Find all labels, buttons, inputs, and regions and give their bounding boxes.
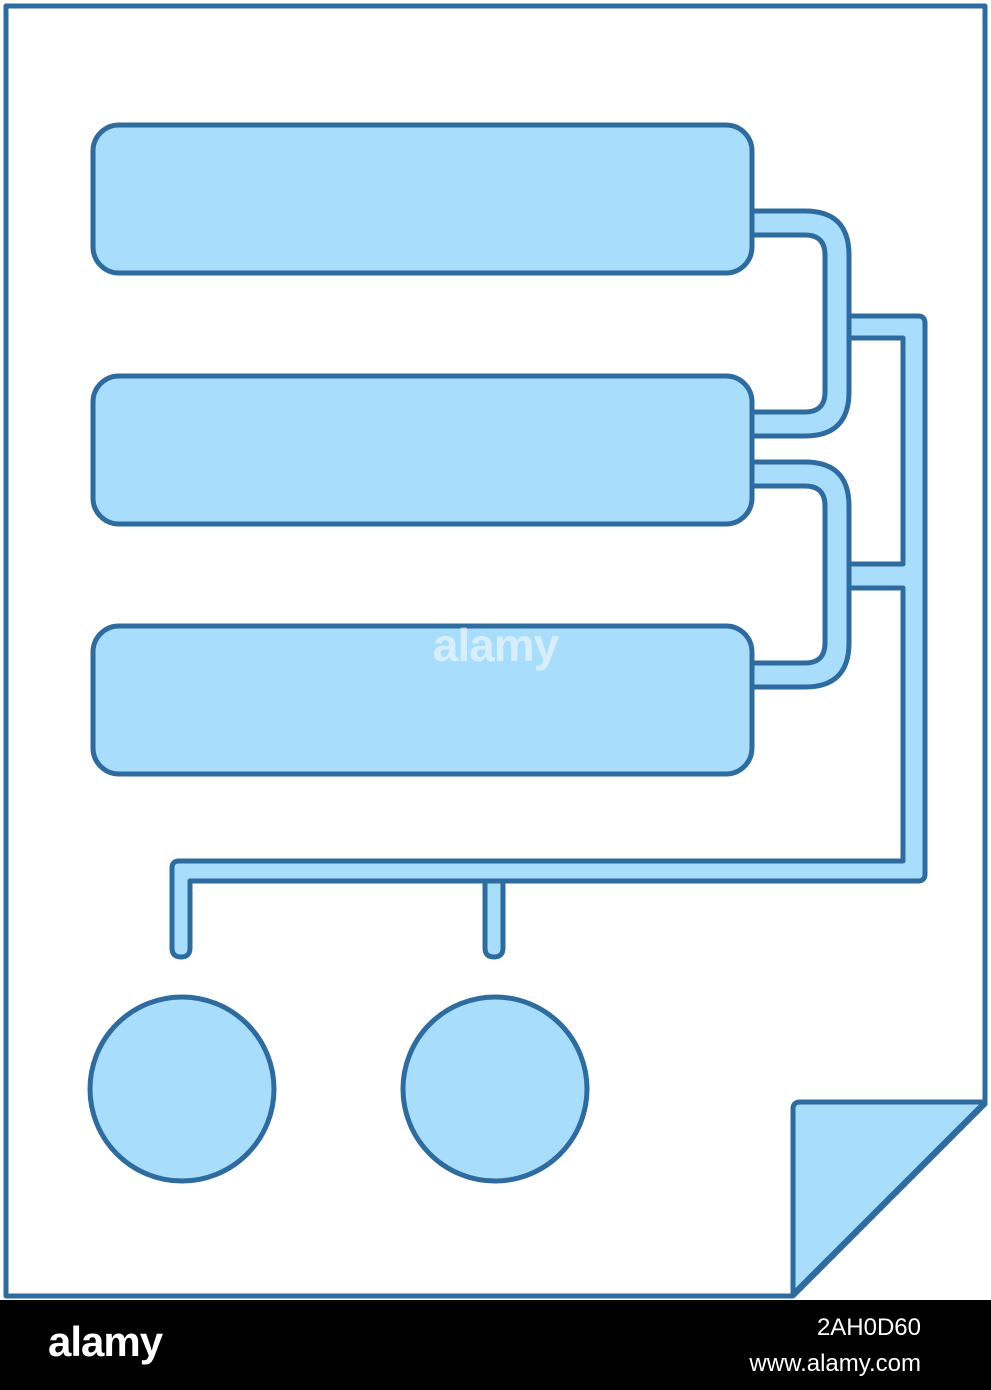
footer-logo: alamy — [48, 1318, 163, 1365]
footer-url: www.alamy.com — [749, 1350, 921, 1377]
bar-1 — [90, 122, 755, 276]
circle-2 — [400, 994, 590, 1184]
connector-branch — [482, 878, 506, 960]
folded-corner-icon — [790, 1099, 988, 1297]
image-id: 2AH0D60 — [816, 1314, 921, 1341]
connector-trunk — [169, 313, 928, 960]
document-flowchart-icon — [3, 3, 988, 1299]
footer-bar: alamy 2AH0D60 www.alamy.com — [0, 1300, 991, 1390]
circle-1 — [87, 994, 277, 1184]
bar-2 — [90, 373, 755, 527]
bar-3 — [90, 623, 755, 777]
